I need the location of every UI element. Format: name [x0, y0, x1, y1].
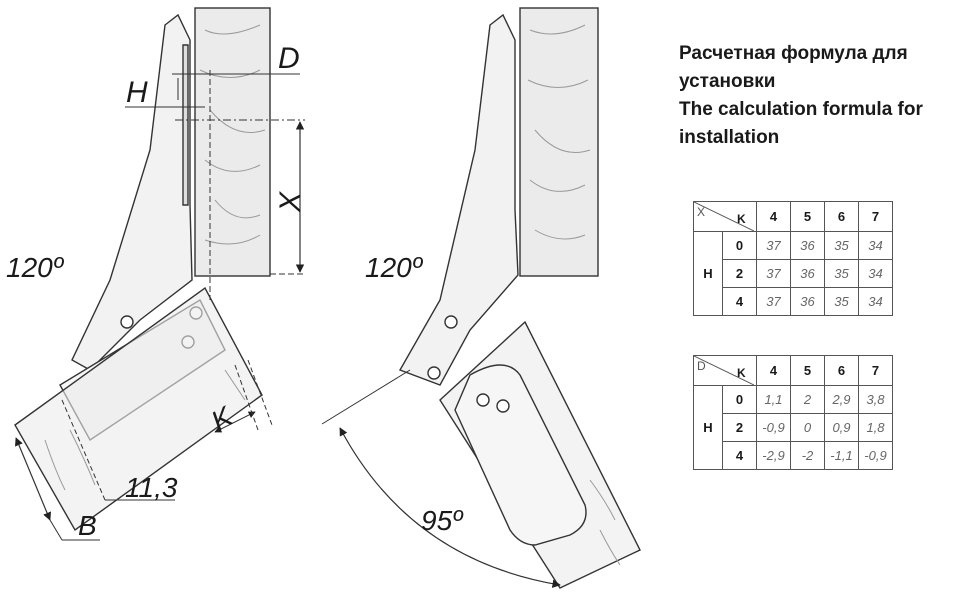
row-header: 0: [722, 231, 757, 260]
label-dim-x: X: [274, 191, 307, 213]
table-cell: 37: [756, 287, 791, 316]
label-dim-h: H: [126, 76, 148, 109]
table-cell: 35: [824, 231, 859, 260]
table-cell: 3,8: [858, 385, 893, 414]
corner-col-label: K: [737, 212, 746, 226]
table-cell: 1,8: [858, 413, 893, 442]
label-angle-left: 120º: [6, 252, 65, 283]
row-header: 2: [722, 259, 757, 288]
row-header: 4: [722, 441, 757, 470]
title-line-ru-2: установки: [679, 71, 776, 92]
title-line-en-1: The calculation formula for: [679, 99, 923, 120]
table-cell: 35: [824, 259, 859, 288]
col-header: 7: [858, 355, 893, 386]
screw-hole-icon: [476, 393, 490, 407]
table-cell: 1,1: [756, 385, 791, 414]
wood-grain: [527, 24, 591, 240]
pivot-icon: [444, 315, 458, 329]
row-header: 0: [722, 385, 757, 414]
table-row: 4 37 36 35 34: [694, 287, 893, 316]
table-d: D K 4 5 6 7 H 0 1,1 2 2,9 3,8 2 -0,9 0 0…: [693, 355, 893, 470]
table-header-row: X K 4 5 6 7: [693, 201, 893, 232]
screw-hole-icon: [496, 399, 510, 413]
wood-grain: [589, 479, 621, 566]
wood-grain: [199, 24, 266, 245]
col-header: 5: [790, 355, 825, 386]
corner-row-label: X: [697, 205, 706, 219]
corner-row-label: D: [697, 359, 706, 373]
table-cell: 34: [858, 287, 893, 316]
table-cell: 0,9: [824, 413, 859, 442]
table-row: H 0 37 36 35 34: [693, 231, 893, 316]
table-cell: 36: [790, 231, 825, 260]
table-cell: 2: [790, 385, 825, 414]
hinge-arm: [71, 13, 193, 371]
col-header: 6: [824, 201, 859, 232]
table-cell: 34: [858, 259, 893, 288]
label-angle-open: 95º: [421, 505, 464, 536]
cabinet-side-panel: [519, 7, 599, 277]
door-panel: [14, 286, 263, 532]
table-row: H 0 1,1 2 2,9 3,8: [693, 385, 893, 470]
left-view: [14, 7, 305, 541]
table-cell: -0,9: [858, 441, 893, 470]
formula-title: Расчетная формула для установки The calc…: [679, 40, 949, 152]
table-cell: -2: [790, 441, 825, 470]
table-row: 2 -0,9 0 0,9 1,8: [694, 413, 893, 442]
label-dim-d: D: [278, 42, 300, 75]
table-cell: -0,9: [756, 413, 791, 442]
table-cell: 37: [756, 259, 791, 288]
row-group-label: H: [693, 385, 723, 470]
row-header: 2: [722, 413, 757, 442]
col-header: 5: [790, 201, 825, 232]
cabinet-side-panel: [194, 7, 271, 277]
table-cell: 36: [790, 259, 825, 288]
col-header: 4: [756, 355, 791, 386]
table-cell: -1,1: [824, 441, 859, 470]
table-cell: -2,9: [756, 441, 791, 470]
col-header: 7: [858, 201, 893, 232]
pivot-icon: [120, 315, 134, 329]
table-cell: 2,9: [824, 385, 859, 414]
col-header: 4: [756, 201, 791, 232]
table-row: 4 -2,9 -2 -1,1 -0,9: [694, 441, 893, 470]
title-line-ru-1: Расчетная формула для: [679, 43, 908, 64]
corner-col-label: K: [737, 366, 746, 380]
table-corner: D K: [693, 355, 757, 386]
table-cell: 37: [756, 231, 791, 260]
table-corner: X K: [693, 201, 757, 232]
table-header-row: D K 4 5 6 7: [693, 355, 893, 386]
pivot-icon: [427, 366, 441, 380]
row-group-label: H: [693, 231, 723, 316]
label-angle-mid: 120º: [365, 252, 424, 283]
table-cell: 34: [858, 231, 893, 260]
label-dim-113: 11,3: [125, 472, 178, 503]
title-line-en-2: installation: [679, 127, 780, 148]
col-header: 6: [824, 355, 859, 386]
table-cell: 0: [790, 413, 825, 442]
table-cell: 36: [790, 287, 825, 316]
row-header: 4: [722, 287, 757, 316]
table-cell: 35: [824, 287, 859, 316]
label-dim-b: B: [78, 510, 97, 541]
hinge-arm: [398, 13, 519, 386]
table-row: 2 37 36 35 34: [694, 259, 893, 288]
middle-view: [321, 7, 641, 589]
table-x: X K 4 5 6 7 H 0 37 36 35 34 2 37 36 35 3…: [693, 201, 893, 316]
